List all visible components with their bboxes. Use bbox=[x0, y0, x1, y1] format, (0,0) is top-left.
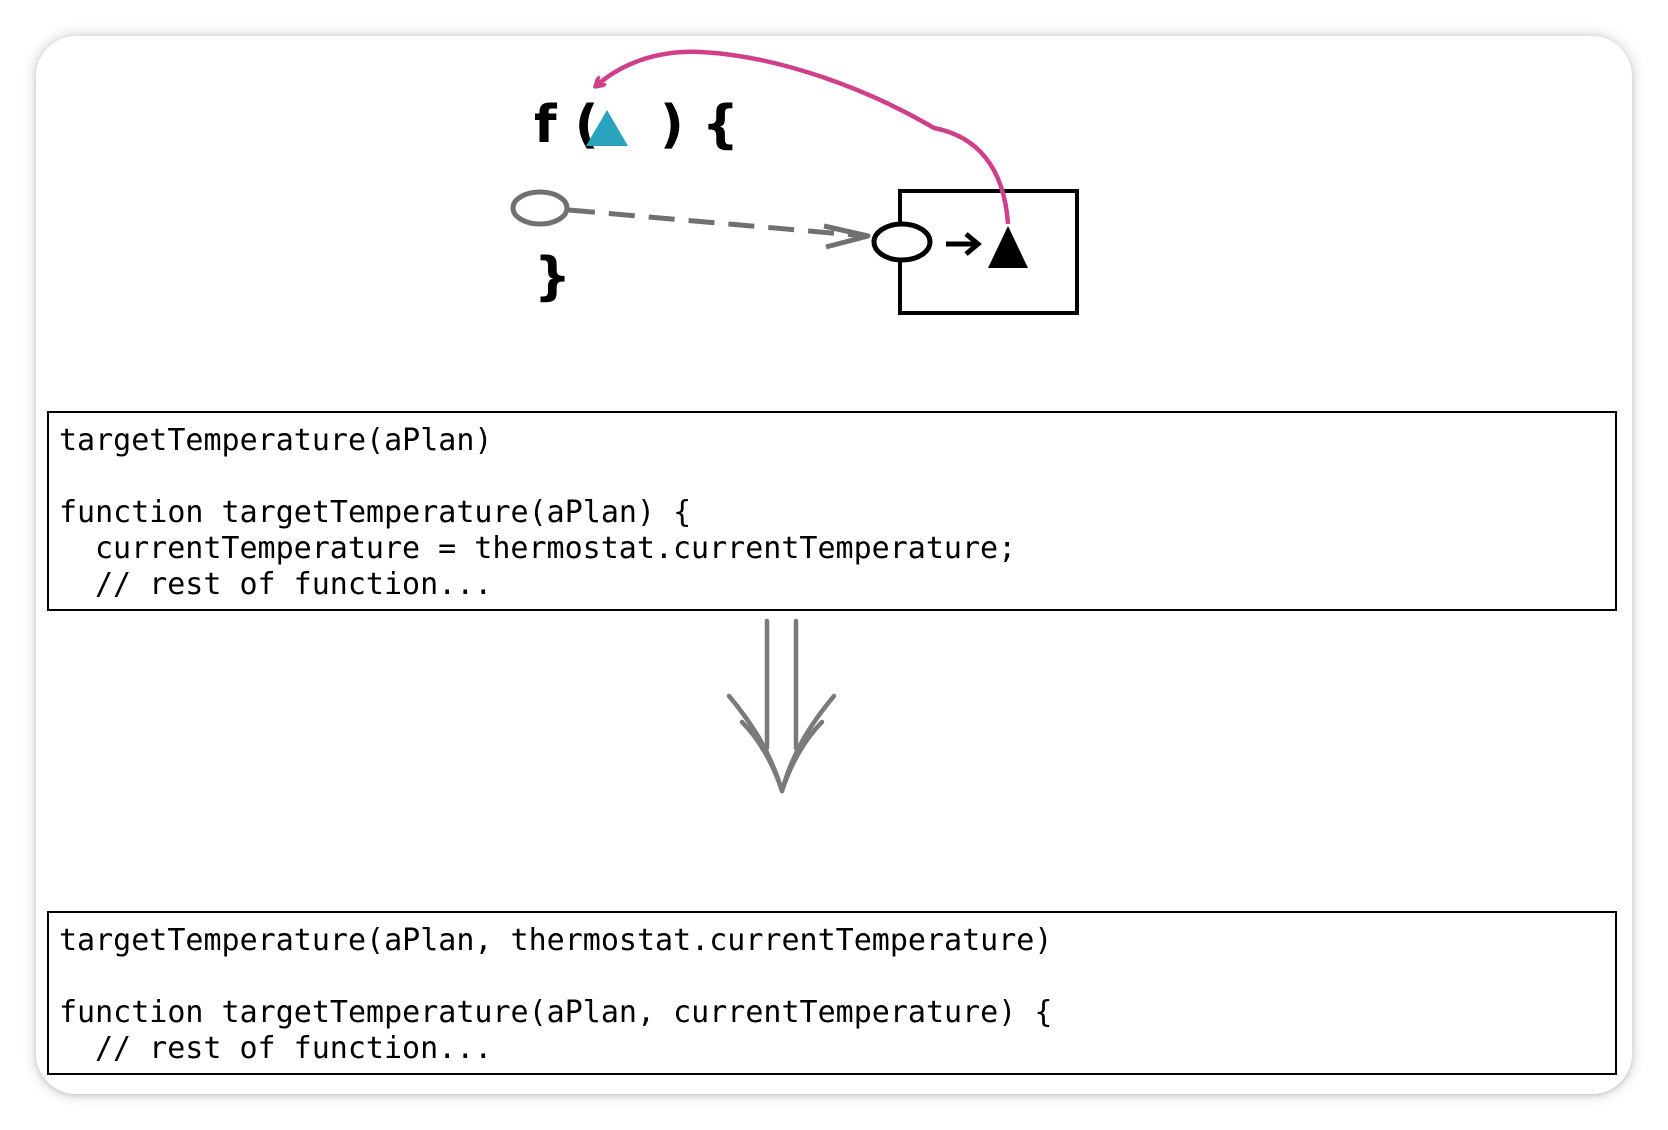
box-icon bbox=[898, 189, 1079, 315]
function-suffix: ) { bbox=[660, 95, 739, 155]
function-closing-brace: } bbox=[534, 247, 571, 307]
code-call-before: targetTemperature(aPlan) bbox=[59, 423, 493, 458]
box-oval-icon bbox=[871, 221, 933, 263]
grey-oval-icon bbox=[510, 189, 570, 227]
code-call-after: targetTemperature(aPlan, thermostat.curr… bbox=[59, 923, 1053, 958]
blank-line bbox=[59, 459, 1615, 495]
code-body-line-1-after: // rest of function... bbox=[95, 1031, 493, 1066]
code-body-line-2-before: // rest of function... bbox=[95, 567, 493, 602]
black-triangle-icon bbox=[988, 226, 1028, 268]
dashed-arrow-head bbox=[823, 223, 871, 250]
code-block-before: targetTemperature(aPlan) function target… bbox=[47, 411, 1617, 611]
refactoring-diagram: f ( ) { } bbox=[510, 49, 1079, 794]
code-block-after: targetTemperature(aPlan, thermostat.curr… bbox=[47, 911, 1617, 1075]
blank-line bbox=[59, 959, 1615, 995]
diagram-card: f ( ) { } targetTemperature(aPlan) bbox=[36, 36, 1632, 1094]
code-declaration-after: function targetTemperature(aPlan, curren… bbox=[59, 995, 1053, 1030]
pink-curved-arrow bbox=[596, 49, 1011, 225]
teal-triangle-icon bbox=[586, 110, 628, 146]
dashed-arrow bbox=[568, 207, 867, 239]
code-body-line-1-before: currentTemperature = thermostat.currentT… bbox=[95, 531, 1017, 566]
code-declaration-before: function targetTemperature(aPlan) { bbox=[59, 495, 692, 530]
box-inner-arrow-head bbox=[964, 232, 982, 256]
double-down-arrow-icon bbox=[726, 618, 837, 794]
